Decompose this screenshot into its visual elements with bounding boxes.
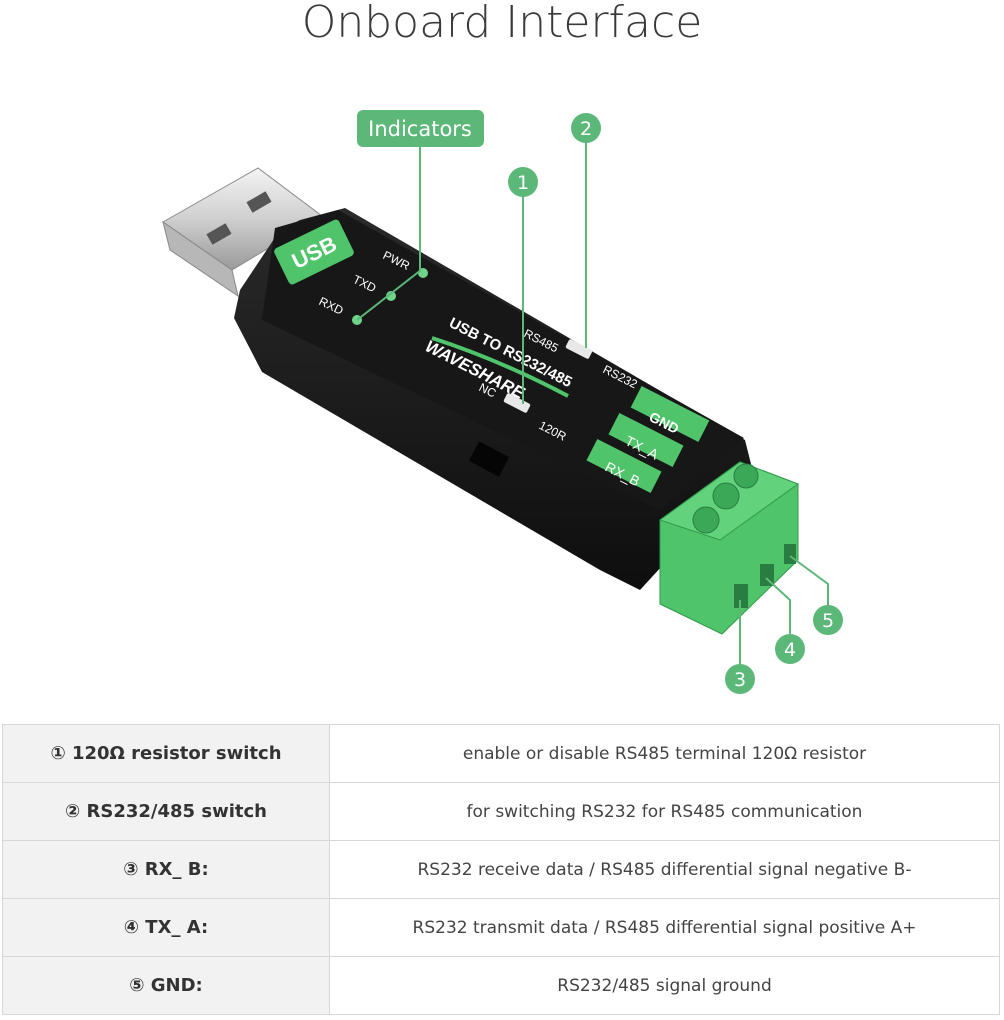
table-row: ⑤ GND: RS232/485 signal ground: [2, 956, 1000, 1015]
row-desc: enable or disable RS485 terminal 120Ω re…: [329, 724, 1000, 783]
table-row: ③ RX_ B: RS232 receive data / RS485 diff…: [2, 840, 1000, 899]
table-row: ① 120Ω resistor switch enable or disable…: [2, 724, 1000, 783]
badge-3: 3: [725, 664, 755, 694]
svg-text:2: 2: [580, 118, 592, 140]
row-label: ⑤ GND:: [2, 956, 330, 1015]
page-title: Onboard Interface: [301, 0, 703, 48]
table-row: ② RS232/485 switch for switching RS232 f…: [2, 782, 1000, 841]
svg-text:5: 5: [822, 610, 834, 632]
device-diagram: USB PWR TXD RXD USB TO RS232/485 WAVESHA…: [162, 110, 843, 694]
row-label: ③ RX_ B:: [2, 840, 330, 899]
row-desc: RS232 transmit data / RS485 differential…: [329, 898, 1000, 957]
row-desc: RS232 receive data / RS485 differential …: [329, 840, 1000, 899]
row-label: ④ TX_ A:: [2, 898, 330, 957]
spec-table: ① 120Ω resistor switch enable or disable…: [2, 724, 1000, 1015]
terminal-block: [658, 461, 800, 635]
pin-labels: GND TX_A RX_B: [586, 386, 710, 494]
svg-text:1: 1: [517, 172, 529, 194]
badge-5: 5: [813, 605, 843, 635]
badge-1: 1: [508, 167, 538, 197]
row-label: ① 120Ω resistor switch: [2, 724, 330, 783]
svg-text:3: 3: [734, 669, 746, 691]
badge-2: 2: [571, 113, 601, 143]
indicators-callout: Indicators: [357, 110, 484, 147]
row-label: ② RS232/485 switch: [2, 782, 330, 841]
table-row: ④ TX_ A: RS232 transmit data / RS485 dif…: [2, 898, 1000, 957]
indicators-text: Indicators: [368, 117, 472, 141]
badge-4: 4: [775, 634, 805, 664]
row-desc: for switching RS232 for RS485 communicat…: [329, 782, 1000, 841]
callout-lines: [356, 142, 829, 664]
svg-text:4: 4: [784, 639, 796, 661]
row-desc: RS232/485 signal ground: [329, 956, 1000, 1015]
